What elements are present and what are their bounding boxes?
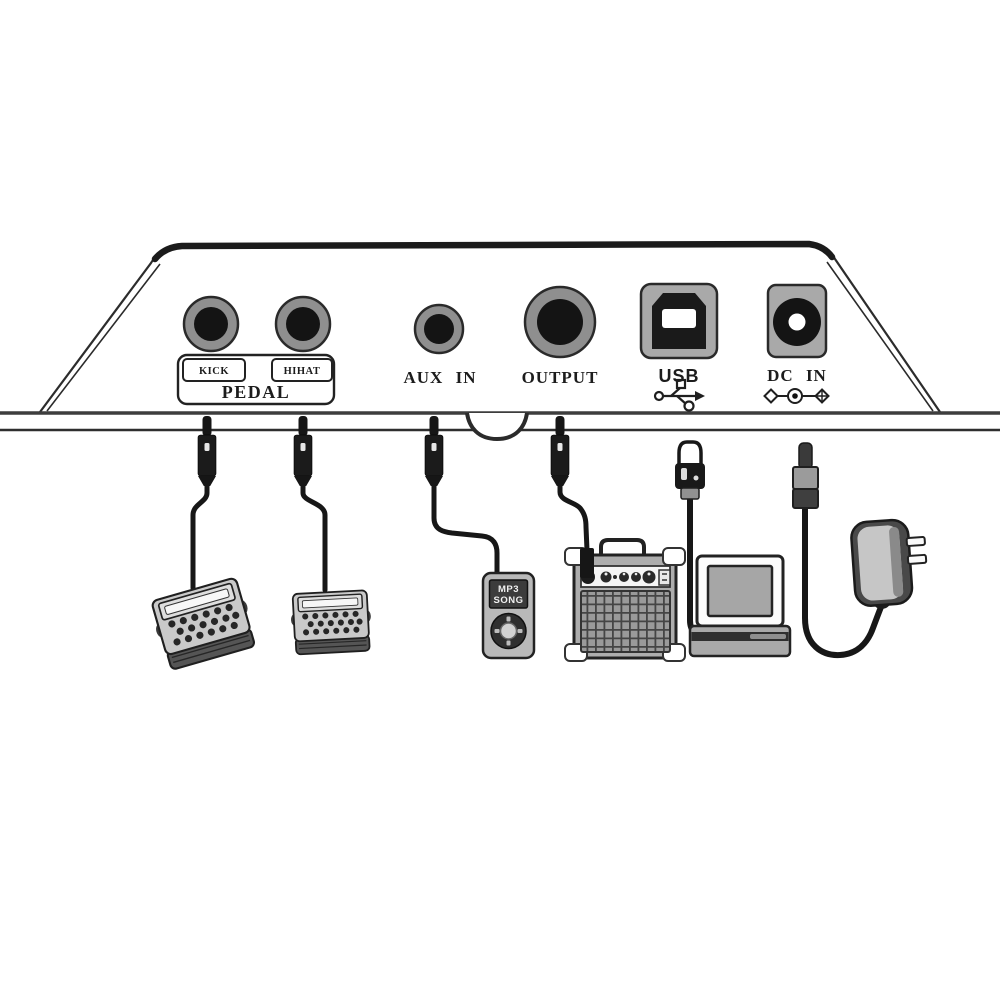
output-cable xyxy=(557,479,590,553)
computer-screen xyxy=(706,564,774,618)
usb-label: USB xyxy=(658,366,699,386)
pedal-label: PEDAL xyxy=(222,382,291,402)
panel-labels: KICK HIHAT PEDAL AUX IN OUTPUT USB DC IN xyxy=(176,353,830,412)
mp3-screen xyxy=(488,579,529,609)
kick-label: KICK xyxy=(199,366,229,377)
mp3-screen-line1: MP3 xyxy=(498,584,519,595)
power-adapter xyxy=(850,518,928,609)
computer xyxy=(688,554,792,658)
dc-polarity-icon xyxy=(763,388,830,404)
amp-input-plug xyxy=(580,548,594,578)
amp-switch xyxy=(658,569,671,586)
dc-in-port xyxy=(766,283,828,359)
amp-grill xyxy=(580,590,671,653)
panel-top-band xyxy=(151,240,836,263)
kick-label-box xyxy=(182,358,246,382)
panel-edge-lines xyxy=(46,261,934,412)
output-jack xyxy=(523,285,597,359)
panel-ports xyxy=(182,282,828,360)
hihat-cable xyxy=(300,479,328,593)
usb-plug xyxy=(675,440,705,500)
mp3-screen-line2: SONG xyxy=(494,595,524,606)
amp-corner-cap xyxy=(662,547,686,566)
dc-plug xyxy=(792,442,819,509)
mp3-click-wheel xyxy=(490,612,527,650)
hihat-label: HIHAT xyxy=(284,366,321,377)
aux-in-jack xyxy=(413,303,465,355)
output-label: OUTPUT xyxy=(522,368,599,387)
adapter-prongs xyxy=(905,535,928,565)
hihat-jack xyxy=(274,295,332,353)
hihat-pedal xyxy=(288,589,374,656)
kick-cable xyxy=(190,479,210,591)
kick-jack xyxy=(182,295,240,353)
dc-in-label: DC IN xyxy=(767,366,827,385)
hihat-label-box xyxy=(271,358,333,382)
cable-hook-notch xyxy=(465,412,529,442)
computer-base xyxy=(688,624,792,658)
mp3-player: MP3 SONG xyxy=(481,571,536,660)
usb-trident-icon xyxy=(653,378,705,412)
usb-port xyxy=(639,282,719,360)
dc-cable xyxy=(802,505,884,659)
amp-handle xyxy=(599,538,646,554)
aux-cable xyxy=(431,479,500,575)
aux-in-label: AUX IN xyxy=(404,368,477,387)
amplifier xyxy=(564,538,686,662)
